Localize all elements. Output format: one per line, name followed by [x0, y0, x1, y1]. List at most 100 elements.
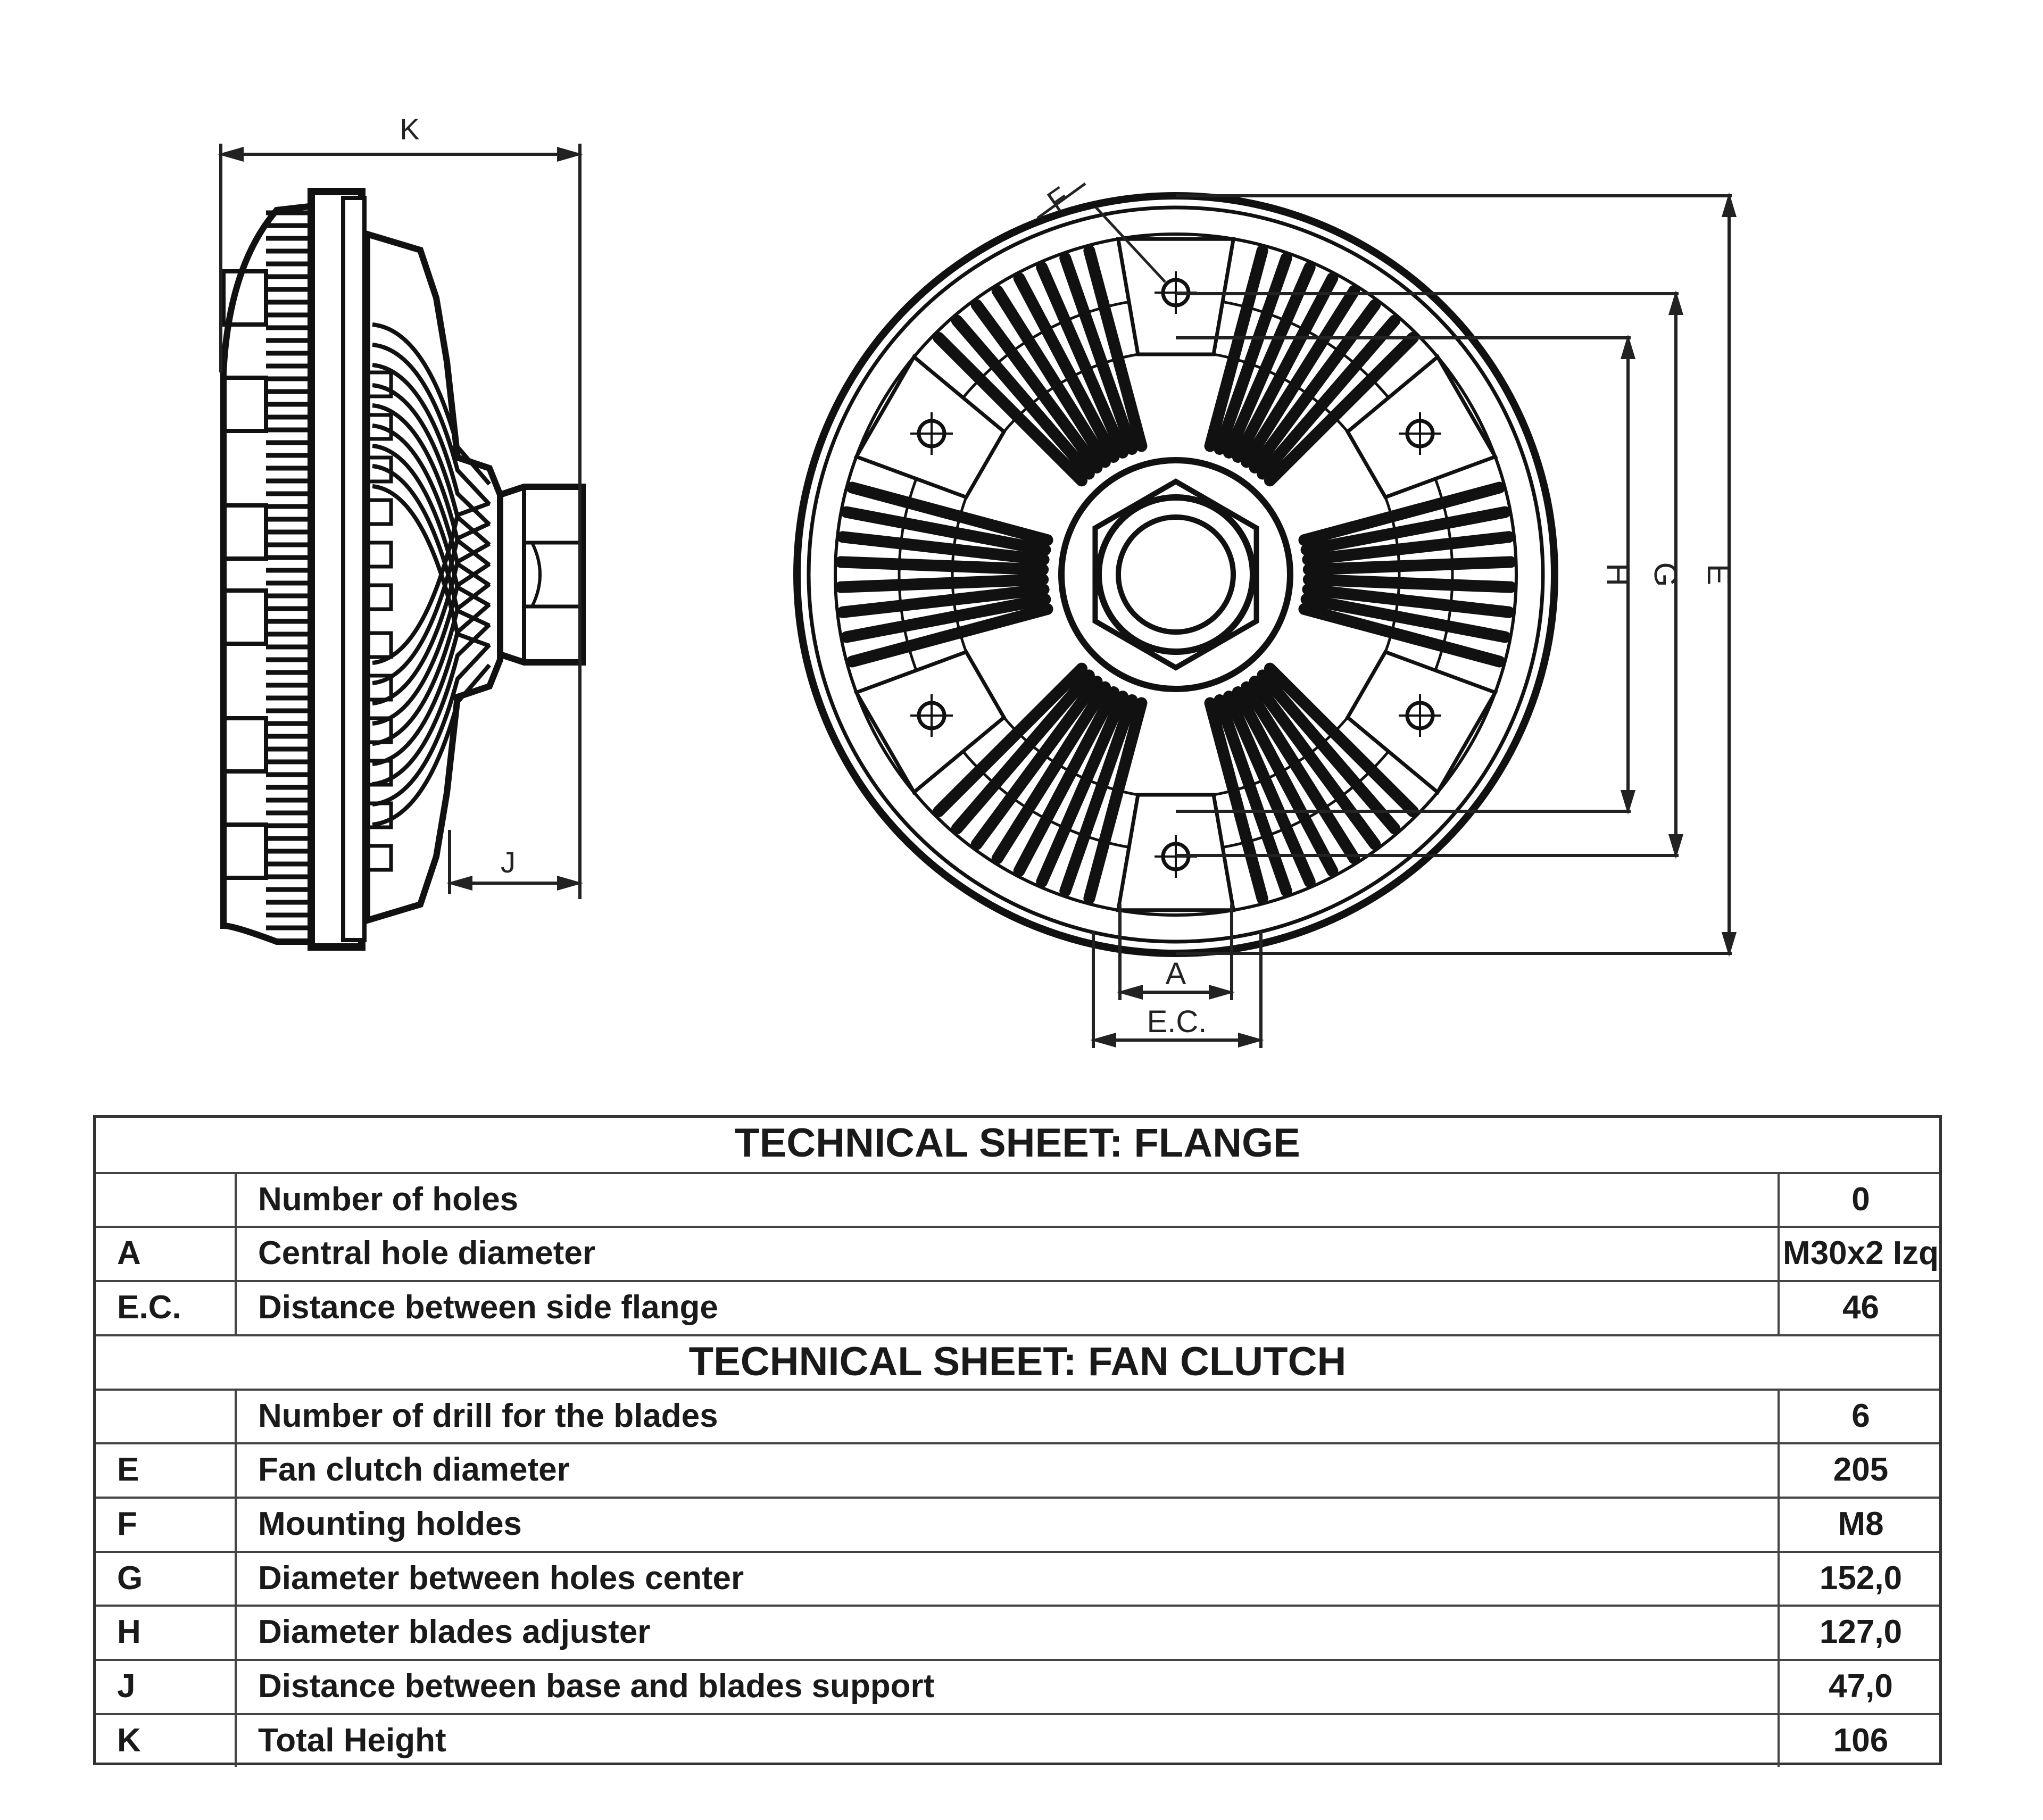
cooling-fin: [1257, 669, 1401, 835]
label-k: K: [400, 112, 419, 146]
row-value: 47,0: [1829, 1668, 1893, 1705]
side-boss: [365, 370, 393, 398]
cooling-fin: [836, 584, 1050, 618]
cooling-fin: [1249, 676, 1381, 850]
cooling-fin: [1302, 574, 1517, 593]
side-rib: [372, 322, 492, 486]
cooling-fin: [1013, 686, 1120, 877]
cooling-fin: [1036, 261, 1129, 459]
cooling-fin: [1302, 556, 1517, 576]
cooling-fin: [1300, 593, 1511, 643]
side-rib: [372, 464, 491, 628]
front-fins: [835, 245, 1517, 904]
cooling-fin: [1232, 272, 1339, 463]
cooling-fin: [933, 331, 1088, 487]
label-e: E: [1701, 564, 1737, 585]
cooling-fin: [1249, 299, 1381, 473]
cooling-fin: [933, 662, 1088, 818]
technical-drawing: K J F: [218, 112, 1737, 1048]
cooling-fin: [846, 481, 1053, 546]
flange-title: TECHNICAL SHEET: FLANGE: [735, 1120, 1300, 1166]
side-fin-block: [221, 376, 268, 433]
cooling-fin: [1204, 245, 1268, 452]
cooling-fin: [1214, 694, 1292, 897]
row-description: Number of holes: [237, 1174, 1780, 1226]
side-boss: [365, 541, 393, 569]
front-view: [793, 192, 1558, 957]
cooling-fin: [1204, 697, 1268, 904]
side-boss: [365, 455, 393, 484]
cooling-fin: [1059, 252, 1138, 455]
cooling-fin: [951, 314, 1095, 480]
row-description: Diameter between holes center: [237, 1552, 1780, 1605]
table-row: A Central hole diameter M30x2 Izq: [96, 1226, 1939, 1281]
cooling-fin: [835, 574, 1049, 593]
dimension-j: [446, 830, 583, 894]
side-fin-block: [221, 822, 268, 880]
row-value: 152,0: [1819, 1559, 1903, 1597]
cooling-fin: [951, 669, 1095, 835]
cooling-fin: [1241, 681, 1360, 865]
row-description: Total Height: [237, 1715, 1780, 1767]
row-value: 46: [1842, 1289, 1879, 1326]
cooling-fin: [841, 593, 1051, 643]
table-row: K Total Height 106: [96, 1713, 1939, 1767]
flange-title-row: TECHNICAL SHEET: FLANGE: [96, 1118, 1939, 1172]
cooling-fin: [991, 681, 1111, 865]
cooling-fin: [1083, 697, 1148, 904]
side-fin-block: [221, 716, 268, 774]
cooling-fin: [1223, 261, 1316, 459]
row-description: Distance between side flange: [237, 1282, 1780, 1334]
cooling-fin: [1241, 285, 1360, 468]
dimension-lines-a-ec: [1090, 904, 1264, 1048]
side-boss: [365, 844, 393, 872]
cooling-fin: [970, 676, 1103, 850]
label-j: J: [501, 845, 516, 879]
dimension-k: [218, 144, 583, 899]
side-rib: [372, 484, 491, 648]
fan-clutch-title: TECHNICAL SHEET: FAN CLUTCH: [688, 1339, 1347, 1384]
cooling-fin: [991, 285, 1111, 468]
cooling-fin: [836, 531, 1050, 566]
row-code: K: [96, 1715, 237, 1767]
label-h: H: [1600, 563, 1635, 586]
cooling-fin: [846, 603, 1053, 668]
cooling-fin: [1036, 691, 1129, 888]
side-rib: [372, 383, 491, 547]
row-value: 0: [1851, 1181, 1870, 1218]
side-boss: [365, 583, 393, 611]
dimension-f: [1036, 182, 1166, 283]
row-code: J: [96, 1661, 237, 1713]
row-code: E: [96, 1444, 237, 1497]
side-rib: [372, 663, 492, 827]
row-value: M30x2 Izq: [1783, 1235, 1939, 1272]
table-row: F Mounting holdes M8: [96, 1496, 1939, 1551]
row-code: A: [96, 1228, 237, 1281]
row-value: M8: [1838, 1505, 1884, 1542]
side-fin-block: [221, 503, 268, 561]
row-code: H: [96, 1607, 237, 1659]
label-g: G: [1648, 562, 1683, 587]
technical-sheet-table: TECHNICAL SHEET: FLANGE Number of holes …: [93, 1115, 1942, 1767]
row-description: Diameter blades adjuster: [237, 1607, 1780, 1659]
row-code: F: [96, 1498, 237, 1551]
row-code: E.C.: [96, 1282, 237, 1334]
side-view: [220, 188, 586, 951]
side-rib: [372, 521, 491, 685]
cooling-fin: [835, 556, 1049, 576]
side-rib: [372, 643, 491, 807]
row-value: 106: [1833, 1722, 1889, 1759]
row-code: G: [96, 1552, 237, 1605]
dimension-lines-egh: [1176, 192, 1737, 957]
side-fin-block: [221, 269, 268, 327]
cooling-fin: [841, 506, 1051, 556]
cooling-fin: [1264, 331, 1419, 487]
cooling-fin: [1083, 245, 1148, 452]
side-ribs: [365, 322, 492, 872]
table-row: E Fan clutch diameter 205: [96, 1442, 1939, 1497]
cooling-fin: [1223, 691, 1316, 888]
row-description: Number of drill for the blades: [237, 1390, 1780, 1443]
cooling-fin: [1298, 603, 1506, 668]
table-row: H Diameter blades adjuster 127,0: [96, 1605, 1939, 1659]
side-boss: [365, 498, 393, 526]
